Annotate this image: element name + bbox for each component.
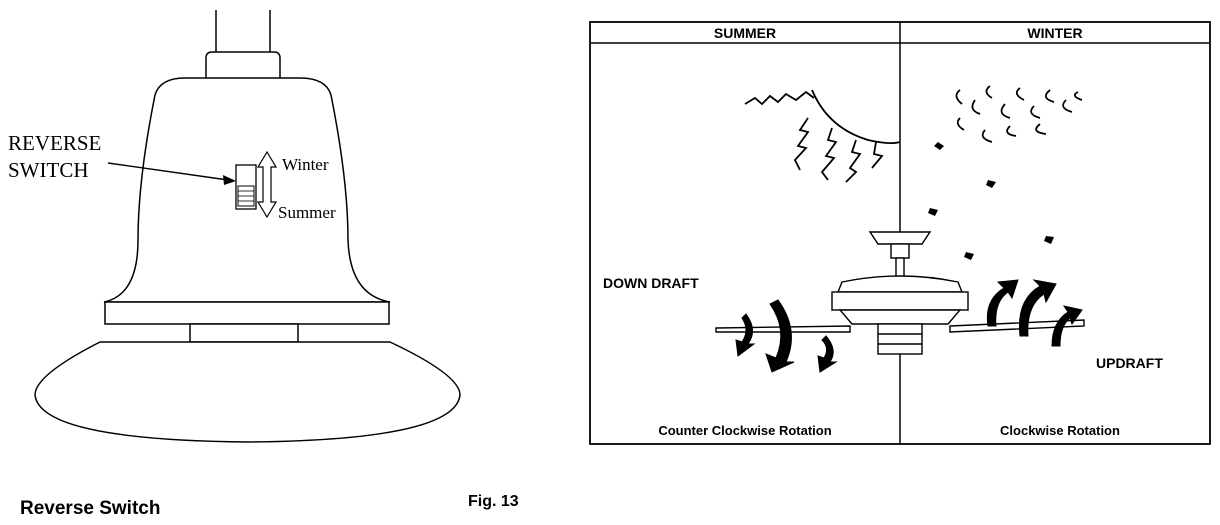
down-draft-label: DOWN DRAFT <box>603 275 699 291</box>
fan-motor-bowl <box>34 341 461 443</box>
sun-icon <box>744 89 901 183</box>
up-down-arrow-icon <box>256 150 278 219</box>
snowflake-icons <box>928 142 1054 260</box>
winter-header: WINTER <box>1027 25 1082 41</box>
updraft-label: UPDRAFT <box>1096 355 1163 371</box>
summer-rotation-label: Counter Clockwise Rotation <box>658 423 831 438</box>
callout-line <box>107 162 229 181</box>
callout-arrowhead <box>223 175 236 185</box>
reverse-switch-caption: Reverse Switch <box>20 498 161 519</box>
summer-header: SUMMER <box>714 25 776 41</box>
reverse-label-line2: SWITCH <box>8 158 89 182</box>
figure-caption: Fig. 13 <box>468 493 519 510</box>
summer-label: Summer <box>278 203 336 222</box>
reverse-label-line1: REVERSE <box>8 131 101 155</box>
winter-label: Winter <box>282 155 329 174</box>
updraft-arrows <box>986 279 1083 347</box>
downdraft-arrows <box>735 299 838 373</box>
winter-rotation-label: Clockwise Rotation <box>1000 423 1120 438</box>
snow-cloud-icon <box>955 85 1083 143</box>
ceiling-fan-icon <box>715 231 1085 355</box>
fan-collar <box>205 51 281 78</box>
